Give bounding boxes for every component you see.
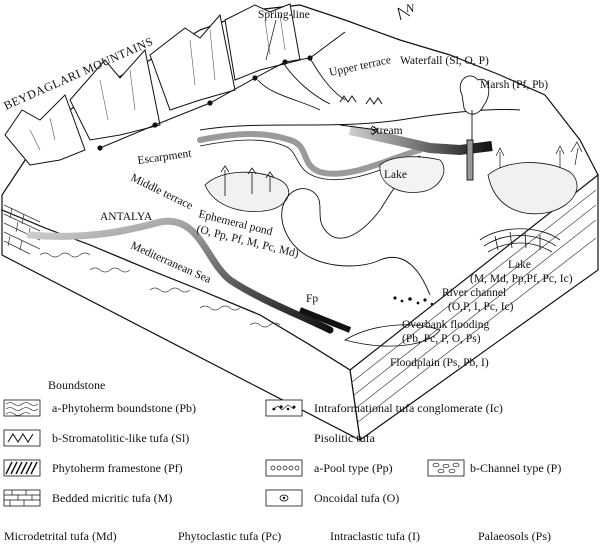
swatch-phytoherm-framestone [3,459,41,477]
floodplain-lens [343,324,441,347]
fp-band [298,307,352,333]
swatch-channel-type [427,459,465,477]
legend-boundstone: Boundstone [48,378,105,392]
label-river-channel-2: (O,P, I, Pc, Ic) [448,301,514,313]
legend-phytoclastic: Phytoclastic tufa (Pc) [178,529,281,543]
legend-stromatolitic: b-Stromatolitic-like tufa (Sl) [52,431,189,445]
upper-lake [379,156,445,193]
legend-palaeosols: Palaeosols (Ps) [478,529,551,543]
waterfall-tree [459,75,490,181]
stromatolite-marks [339,95,383,105]
escarpment-band [197,131,423,177]
framestone-mound [479,228,561,253]
spring-points [97,55,313,151]
label-fp: Fp [306,293,318,305]
coastal-terrace-edge [26,217,334,334]
legend-pool-type: a-Pool type (Pp) [314,461,393,475]
label-antalya: ANTALYA [100,211,153,223]
label-waterfall: Waterfall (Sl, O, P) [400,55,489,67]
legend-channel-type: b-Channel type (P) [470,461,561,475]
legend-microdetrital: Microdetrital tufa (Md) [4,529,117,543]
label-river-channel-1: River channel [442,287,506,299]
stream-arrow [339,124,379,136]
label-stream: Stream [370,125,403,137]
marsh-plants [495,141,583,168]
label-spring-line: Spring-line [258,9,310,21]
legend-phytoherm-boundstone: a-Phytoherm boundstone (Pb) [52,401,196,415]
legend-pisolitic: Pisolitic tufa [314,431,376,445]
label-overbank-2: (Pb, Pc, P, O, Ps) [402,333,481,345]
north-label: N [406,3,415,15]
legend-intraclastic: Intraclastic tufa (I) [330,529,420,543]
label-overbank-1: Overbank flooding [402,319,489,331]
north-arrow: N [397,3,415,21]
strata-lines [351,189,597,423]
swatch-stromatolitic [3,429,41,447]
escarpment-outline [199,139,421,181]
label-lake-lower-2: (M, Md, Pp,Pf, Pc, Ic) [470,273,573,285]
swatch-bedded-micritic [3,489,41,507]
upper-terrace-edge [199,108,521,131]
label-marsh: Marsh (Pf, Pb) [480,79,548,91]
spring-streams [257,59,346,111]
label-lake-upper: Lake [384,169,407,181]
spring-line-pointer [265,19,277,61]
legend-intraformational: Intraformational tufa conglomerate (Ic) [314,401,503,415]
mountains [4,3,301,166]
swatch-pool-type [265,459,303,477]
legend-phytoherm-framestone: Phytoherm framestone (Pf) [52,461,183,475]
lower-lake [487,162,578,215]
pond-plants [220,165,275,196]
label-floodplain: Floodplain (Ps, Pb, I) [390,357,489,369]
legend: Boundstone a-Phytoherm boundstone (Pb) b… [3,378,561,543]
swatch-intraformational [265,399,303,417]
legend-oncoidal: Oncoidal tufa (O) [314,491,399,505]
sea-waves [39,252,281,328]
channel-conglomerate [393,296,434,306]
block-diagram: N [1,3,599,442]
swatch-oncoidal [265,489,303,507]
label-lake-lower-1: Lake [508,259,531,271]
river-meander [281,159,431,296]
swatch-phytoherm-boundstone [3,399,41,417]
legend-bedded-micritic: Bedded micritic tufa (M) [52,491,172,505]
